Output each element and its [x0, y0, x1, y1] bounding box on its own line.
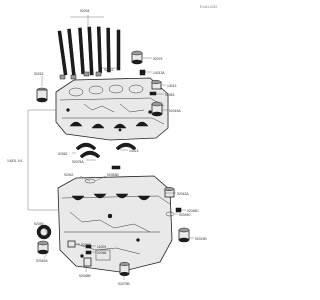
label-11009: 11009 [97, 245, 106, 249]
bolt-92063 [149, 91, 157, 96]
cap-92075 [131, 50, 143, 65]
collar-92015a [151, 101, 163, 117]
collar-92015 [36, 87, 48, 103]
label-92004: 92004 [80, 9, 90, 13]
washer-11009 [85, 244, 92, 255]
leader-lines [27, 15, 194, 280]
label-92062: 92062 [58, 152, 68, 156]
label-92043a: 92043A [177, 192, 189, 196]
label-92063: 92063 [165, 93, 175, 97]
label-92015: 92015 [34, 72, 44, 76]
cap-14013 [151, 79, 162, 90]
label-92048c: 92048C [187, 209, 199, 213]
plug-92048b [83, 257, 92, 267]
part-labels: 92004 92043 92015 92075 14013A 14013 920… [7, 9, 207, 286]
stud-nuts [59, 71, 102, 80]
label-92063b: 92063B [107, 173, 119, 177]
label-14013: 14013 [167, 84, 177, 88]
bearing-14013 [115, 142, 137, 151]
label-92066: 92066 [97, 251, 107, 255]
stud-bolts [57, 26, 121, 78]
label-92075: 92075 [153, 57, 163, 61]
lower-crankcase [57, 175, 173, 273]
bolt-92063b [111, 165, 121, 170]
label-14013a: 14013A [153, 71, 165, 75]
collar-92015b [178, 227, 190, 243]
label-92048: 92048 [81, 243, 91, 247]
diagram-code: E1411-0022 [200, 5, 217, 9]
bearing-92062 [75, 142, 101, 159]
crankcase-exploded-diagram: E1411-0022 [7, 5, 217, 286]
label-92043: 92043 [104, 68, 114, 72]
label-92049: 92049 [34, 222, 44, 226]
label-92075a: 92075A [72, 160, 84, 164]
label-92075b: 92075B [118, 282, 130, 286]
label-92048b: 92048B [79, 274, 91, 278]
label-14013-bearing: 14013 [129, 149, 139, 153]
plug-92048c [175, 207, 182, 213]
oil-seal-92049 [36, 224, 52, 240]
plug-92048 [67, 240, 76, 248]
label-14001: 14001 1/4 [7, 159, 22, 163]
cap-92075b [119, 261, 130, 277]
label-92049a: 92049A [36, 259, 48, 263]
label-92049c: 92049C [179, 213, 191, 217]
collar-92049a [37, 240, 49, 255]
seal-14013a [139, 69, 146, 76]
label-92015b: 92015B [195, 237, 207, 241]
label-92042: 92042 [64, 173, 74, 177]
cap-92043a [164, 186, 175, 198]
upper-crankcase [55, 77, 169, 141]
label-92015a: 92015A [169, 109, 181, 113]
